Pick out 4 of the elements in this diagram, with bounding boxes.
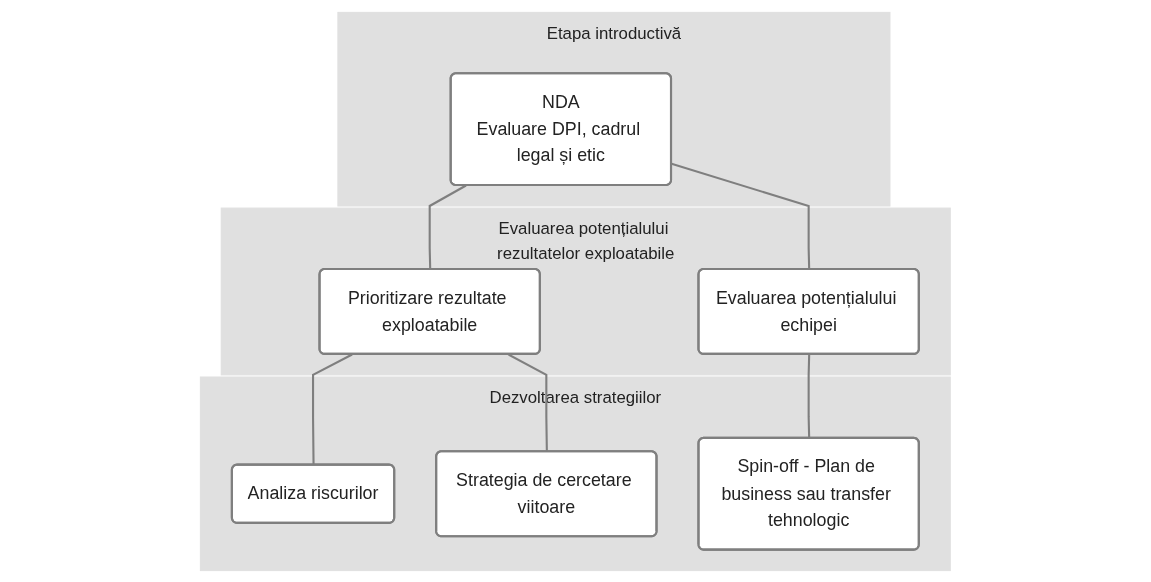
- connector: [428, 184, 467, 269]
- connector: [671, 162, 811, 269]
- connector: [312, 353, 353, 465]
- connector: [807, 353, 811, 438]
